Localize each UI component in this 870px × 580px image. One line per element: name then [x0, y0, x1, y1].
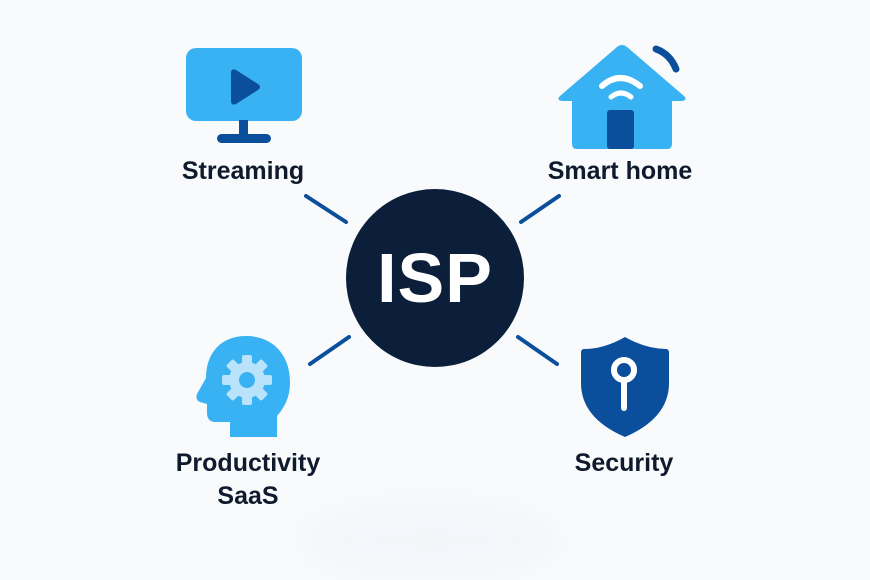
- productivity-label-line2: SaaS: [217, 482, 279, 510]
- isp-hub-label: ISP: [377, 239, 493, 317]
- background-glow: [300, 500, 560, 580]
- productivity-label-line1: Productivity: [175, 449, 321, 477]
- smart-home-label: Smart home: [547, 157, 693, 185]
- streaming-label: Streaming: [181, 157, 305, 185]
- connector-security: [516, 335, 559, 366]
- connector-productivity: [308, 335, 351, 366]
- tv-play-icon: [186, 48, 302, 143]
- connector-lines: [304, 194, 561, 366]
- head-gear-icon: [196, 336, 290, 437]
- shield-keyhole-icon: [581, 337, 669, 437]
- connector-streaming: [304, 194, 348, 224]
- security-label: Security: [574, 449, 674, 477]
- connector-smart-home: [519, 194, 561, 224]
- isp-hub-circle: [346, 189, 524, 367]
- smart-home-icon: [558, 45, 686, 149]
